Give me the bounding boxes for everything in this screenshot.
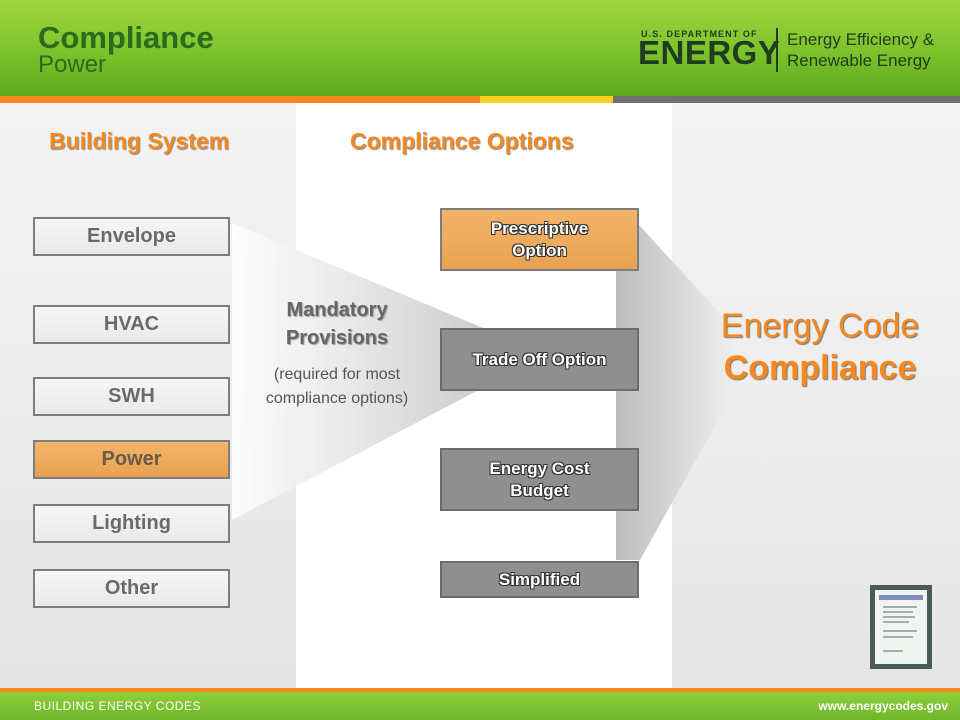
building-system-heading: Building System [49, 128, 230, 154]
option-label: Simplified [498, 569, 581, 589]
footer-bar: BUILDING ENERGY CODES www.energycodes.go… [0, 692, 960, 720]
system-hvac: HVAC [33, 305, 230, 344]
footer-website-link[interactable]: www.energycodes.gov [818, 699, 948, 713]
footer-program-name: BUILDING ENERGY CODES [34, 699, 201, 713]
mandatory-provisions-note: (required for most compliance options) [265, 366, 409, 407]
header-title: Compliance [38, 20, 214, 55]
system-envelope: Envelope [33, 217, 230, 256]
standard-book-thumbnail [870, 585, 932, 669]
option-simplified: Simplified [440, 561, 639, 598]
option-label: Energy Cost Budget [489, 458, 590, 500]
book-text-line [883, 606, 917, 608]
logo-divider [776, 28, 778, 72]
mandatory-provisions-title: Mandatory Provisions [285, 299, 389, 349]
header-banner: Compliance Power U.S. DEPARTMENT OF ENER… [0, 0, 960, 96]
book-text-line [883, 636, 913, 638]
footer-stripe [0, 688, 960, 692]
book-text-line [883, 630, 917, 632]
header-stripe-orange [0, 96, 480, 103]
book-text-line [883, 616, 915, 618]
right-funnel [616, 226, 735, 560]
system-power: Power [33, 440, 230, 479]
system-lighting: Lighting [33, 504, 230, 543]
compliance-options-heading: Compliance Options [350, 128, 574, 154]
system-other: Other [33, 569, 230, 608]
energy-code-compliance-result: Energy Code Compliance [700, 305, 940, 389]
book-header-strip [879, 595, 923, 600]
agency-logo-text: ENERGY [638, 34, 781, 71]
book-cover [875, 590, 927, 664]
header-stripe-gray [613, 96, 960, 103]
book-text-line [883, 650, 903, 652]
option-trade-off: Trade Off Option [440, 328, 639, 391]
agency-office: Energy Efficiency & Renewable Energy [787, 30, 935, 70]
left-funnel [232, 223, 488, 520]
system-swh: SWH [33, 377, 230, 416]
option-label: Trade Off Option [472, 349, 607, 369]
result-line-2: Compliance [723, 349, 917, 387]
header-subtitle: Power [38, 51, 107, 78]
book-text-line [883, 611, 913, 613]
book-text-line [883, 621, 909, 623]
header-stripe-yellow [480, 96, 613, 103]
option-prescriptive: Prescriptive Option [440, 208, 639, 271]
agency-department: U.S. DEPARTMENT OF [641, 29, 758, 39]
option-energy-cost-budget: Energy Cost Budget [440, 448, 639, 511]
option-label: Prescriptive Option [490, 218, 589, 260]
result-line-1: Energy Code [720, 307, 920, 345]
